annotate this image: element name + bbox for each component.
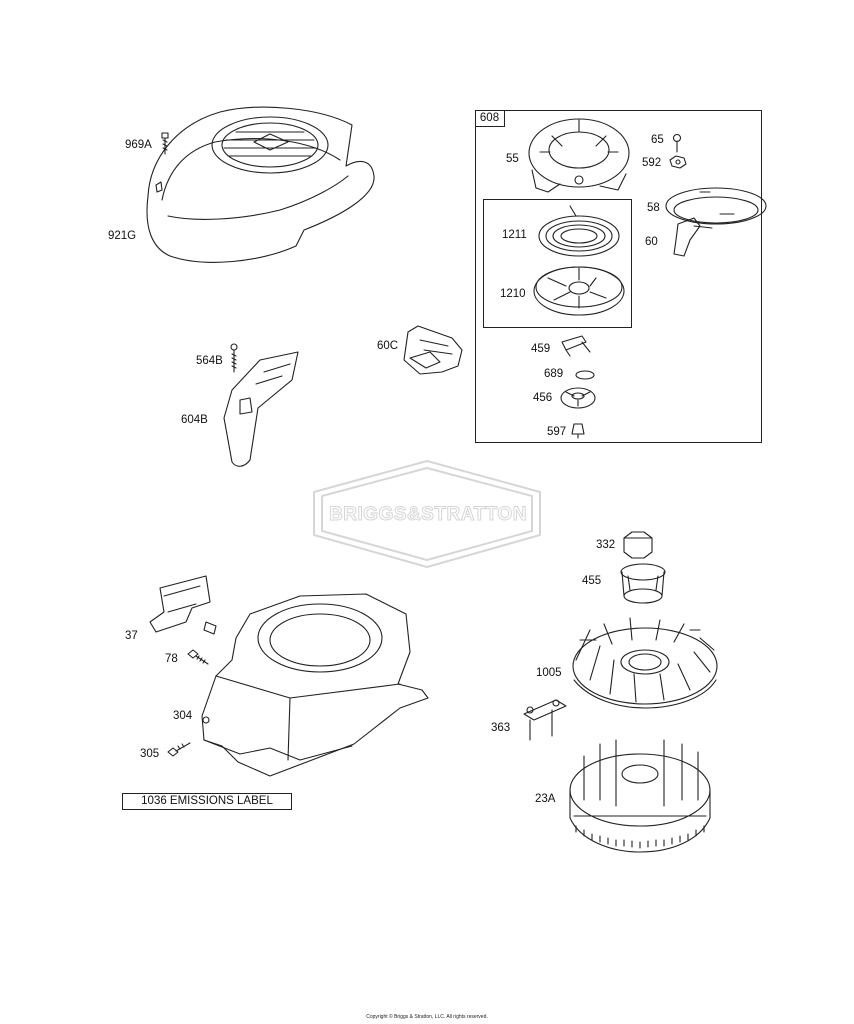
label-459: 459 (531, 343, 551, 355)
watermark-text: BRIGGS&STRATTON (329, 504, 527, 526)
label-363: 363 (491, 722, 511, 734)
part-969A-screw (161, 132, 169, 155)
part-592-nut (669, 155, 687, 169)
label-60C: 60C (377, 340, 399, 352)
label-592: 592 (642, 157, 662, 169)
part-1210-pulley (533, 266, 625, 316)
part-65-screw (672, 133, 682, 153)
part-455-cup (620, 563, 666, 604)
label-689: 689 (544, 368, 564, 380)
part-78-screw (187, 649, 209, 665)
part-1005-fan (572, 617, 718, 709)
part-58-rope (665, 187, 767, 225)
part-60-handle (673, 217, 713, 257)
part-363-bracket (523, 699, 567, 741)
label-37: 37 (125, 630, 138, 642)
label-58: 58 (647, 202, 660, 214)
part-564B-screw (230, 343, 238, 373)
part-304-blower-housing (201, 593, 429, 777)
group-608-label: 608 (475, 110, 505, 127)
label-1005: 1005 (536, 667, 562, 679)
part-60C-insert (403, 325, 463, 375)
label-921G: 921G (108, 230, 137, 242)
part-332-nut (623, 531, 653, 559)
label-60: 60 (645, 236, 658, 248)
part-305-screw (167, 742, 191, 757)
label-23A: 23A (535, 793, 556, 805)
label-55: 55 (506, 153, 519, 165)
label-305: 305 (140, 748, 160, 760)
part-23A-flywheel (569, 739, 711, 853)
label-1210: 1210 (500, 288, 526, 300)
group-1210-frame (483, 199, 632, 328)
label-304: 304 (173, 710, 193, 722)
copyright-notice: Copyright © Briggs & Stratton, LLC. All … (366, 1014, 488, 1020)
label-1211: 1211 (502, 229, 527, 241)
label-604B: 604B (181, 414, 208, 426)
part-597-screw (571, 423, 585, 439)
label-78: 78 (165, 653, 178, 665)
part-921G-housing (146, 106, 375, 263)
part-37-deflector (149, 575, 217, 635)
part-604B-guide (223, 351, 299, 467)
group-608-frame (475, 110, 762, 443)
label-597: 597 (547, 426, 567, 438)
part-459-pawl (561, 335, 591, 357)
part-689-spring (575, 370, 595, 380)
watermark-logo (313, 460, 541, 568)
part-1211-spring (538, 205, 620, 257)
label-65: 65 (651, 134, 664, 146)
label-564B: 564B (196, 355, 223, 367)
label-455: 455 (582, 575, 602, 587)
part-456-retainer (560, 387, 596, 409)
part-55-starter-housing (528, 118, 630, 193)
emissions-label-box: 1036 EMISSIONS LABEL (122, 793, 292, 810)
label-332: 332 (596, 539, 616, 551)
label-969A: 969A (125, 139, 152, 151)
label-456: 456 (533, 392, 553, 404)
